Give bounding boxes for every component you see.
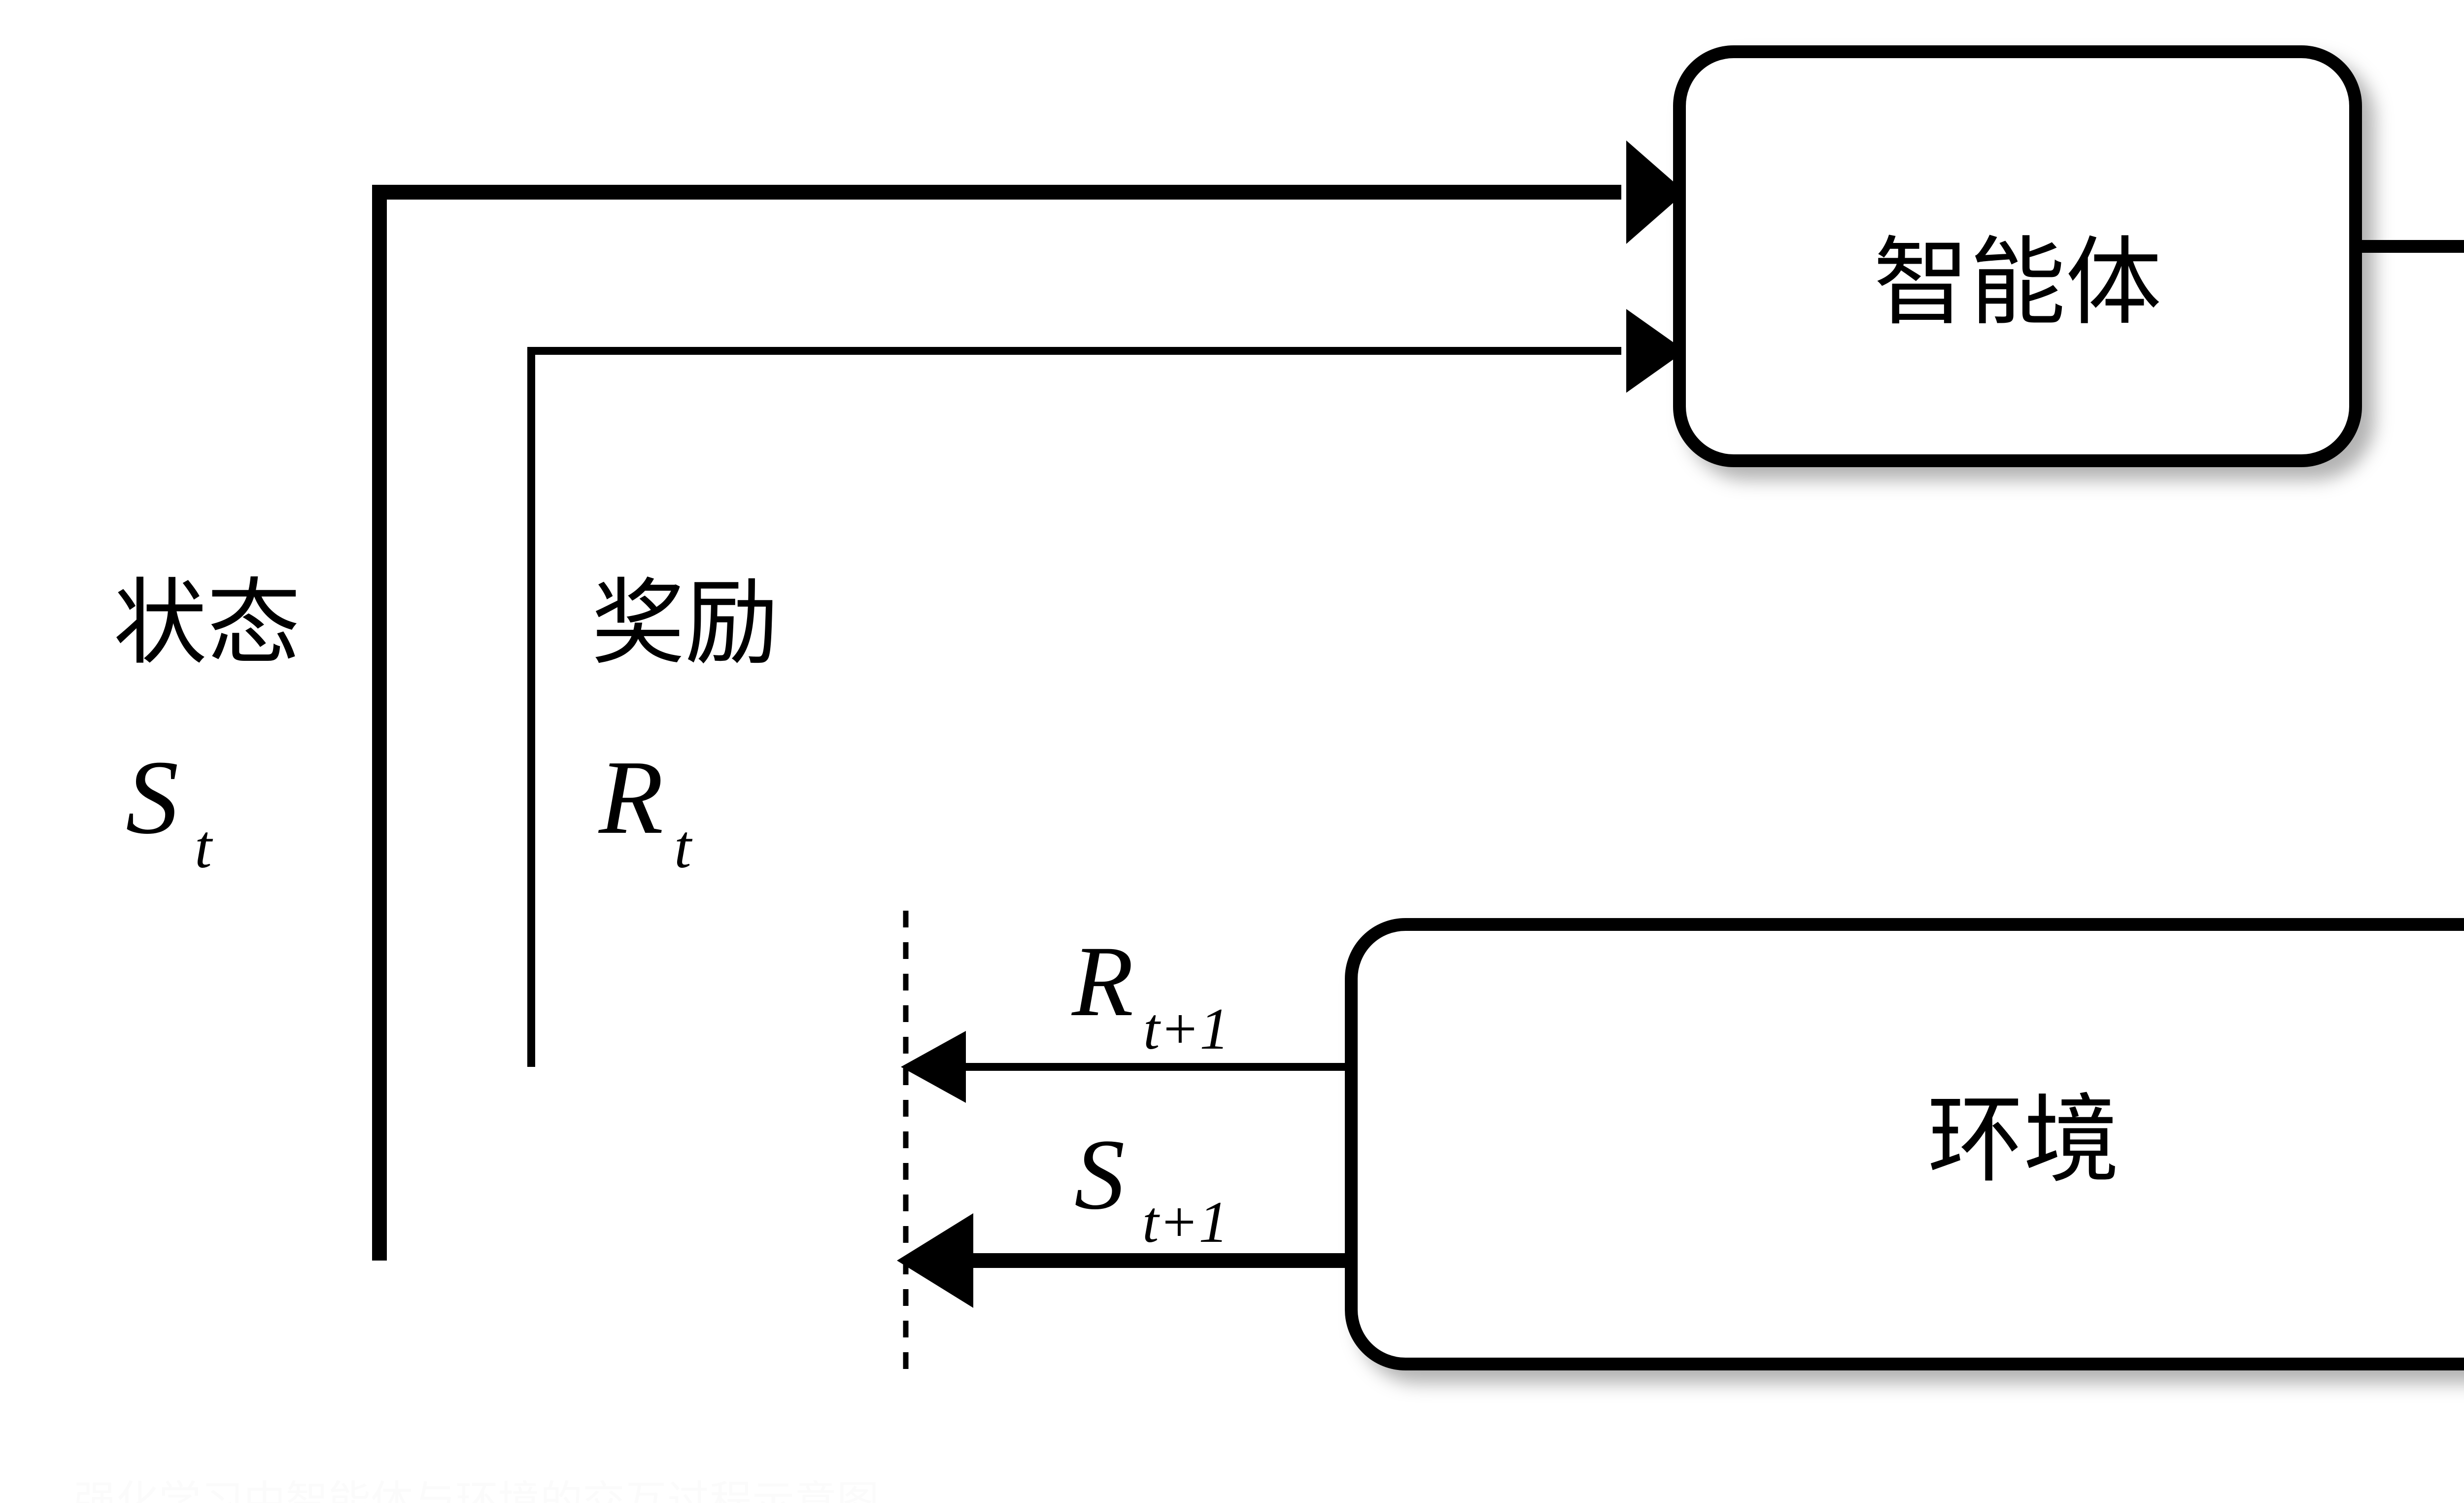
environment-label: 环境: [1927, 1084, 2120, 1196]
node-environment[interactable]: 环境: [1345, 918, 2464, 1370]
edge-state-next: [897, 1213, 1349, 1308]
edge-reward-to-agent: [527, 309, 1685, 1067]
reward-arrowhead-icon: [1626, 309, 1685, 393]
node-agent[interactable]: 智能体: [1673, 45, 2362, 467]
state-arrowhead-icon: [1626, 140, 1685, 244]
state-edge-line: [372, 185, 1621, 1261]
figure-caption: 强化学习中智能体与环境的交互过程示意图: [74, 1480, 879, 1503]
state-next-arrowhead-icon: [897, 1213, 973, 1308]
state-subscript-label: t: [195, 813, 213, 881]
state-next-symbol-label: S: [1074, 1119, 1125, 1230]
reward-subscript-label: t: [674, 813, 693, 881]
reward-next-symbol-label: R: [1071, 925, 1133, 1037]
agent-label: 智能体: [1874, 227, 2162, 339]
reward-next-subscript-label: t+1: [1143, 996, 1229, 1061]
reward-symbol-label: R: [598, 738, 663, 856]
state-next-subscript-label: t+1: [1142, 1189, 1228, 1255]
reward-word-label: 奖励: [591, 569, 779, 678]
label-reward: 奖励 R t: [591, 569, 779, 881]
state-symbol-label: S: [126, 738, 179, 856]
label-state: 状态 S t: [113, 569, 301, 881]
environment-box[interactable]: [1345, 918, 2464, 1370]
agent-box[interactable]: [1673, 45, 2362, 467]
label-state-next: S t+1: [1074, 1119, 1228, 1255]
edge-state-to-agent: [372, 140, 1685, 1261]
edge-reward-next: [901, 1031, 1349, 1103]
label-reward-next: R t+1: [1071, 925, 1229, 1061]
state-word-label: 状态: [113, 569, 301, 678]
reward-edge-line: [527, 347, 1621, 1067]
reward-next-arrowhead-icon: [901, 1031, 966, 1103]
